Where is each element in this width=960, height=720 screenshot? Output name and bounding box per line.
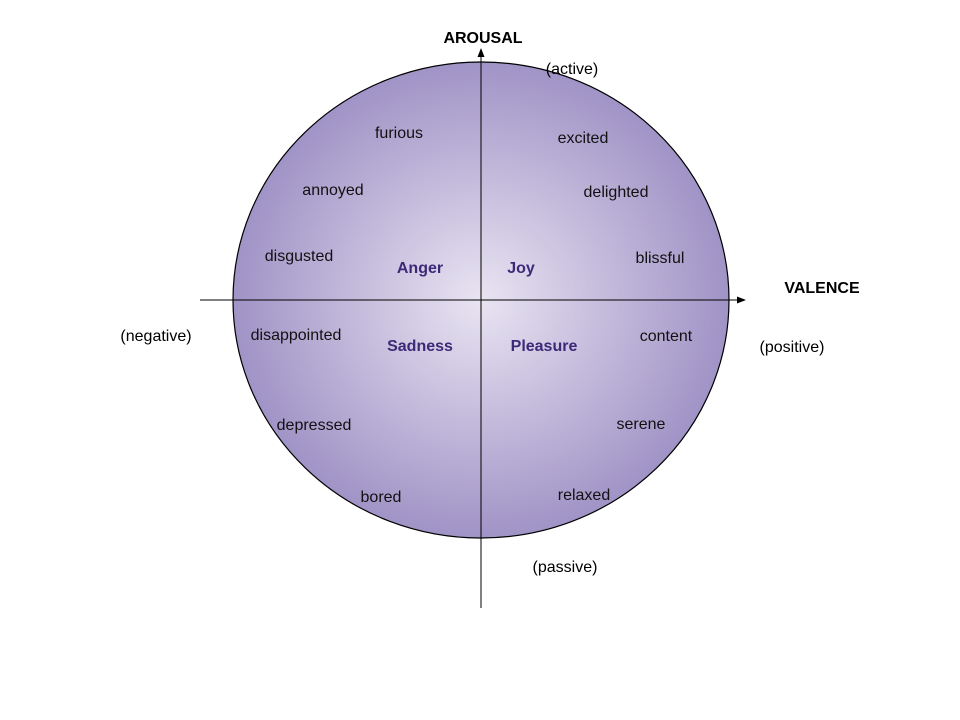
valence-arrowhead-icon (737, 296, 746, 304)
emotion-disgusted: disgusted (265, 248, 334, 265)
quadrant-label-pleasure: Pleasure (511, 338, 578, 355)
emotion-depressed: depressed (277, 417, 352, 434)
emotion-delighted: delighted (584, 184, 649, 201)
emotion-excited: excited (558, 130, 609, 147)
passive-pole-label: (passive) (533, 559, 598, 576)
active-pole-label: (active) (546, 61, 598, 78)
positive-pole-label: (positive) (760, 339, 825, 356)
emotion-furious: furious (375, 125, 423, 142)
emotion-disappointed: disappointed (251, 327, 342, 344)
arousal-axis-title: AROUSAL (443, 30, 522, 47)
emotion-blissful: blissful (636, 250, 685, 267)
negative-pole-label: (negative) (120, 328, 191, 345)
emotion-annoyed: annoyed (302, 182, 363, 199)
quadrant-label-joy: Joy (507, 260, 535, 277)
emotion-bored: bored (361, 489, 402, 506)
emotion-content: content (640, 328, 693, 345)
quadrant-label-sadness: Sadness (387, 338, 453, 355)
valence-axis-title: VALENCE (784, 280, 860, 297)
quadrant-label-anger: Anger (397, 260, 443, 277)
emotion-relaxed: relaxed (558, 487, 610, 504)
arousal-arrowhead-icon (477, 48, 485, 57)
emotion-serene: serene (617, 416, 666, 433)
